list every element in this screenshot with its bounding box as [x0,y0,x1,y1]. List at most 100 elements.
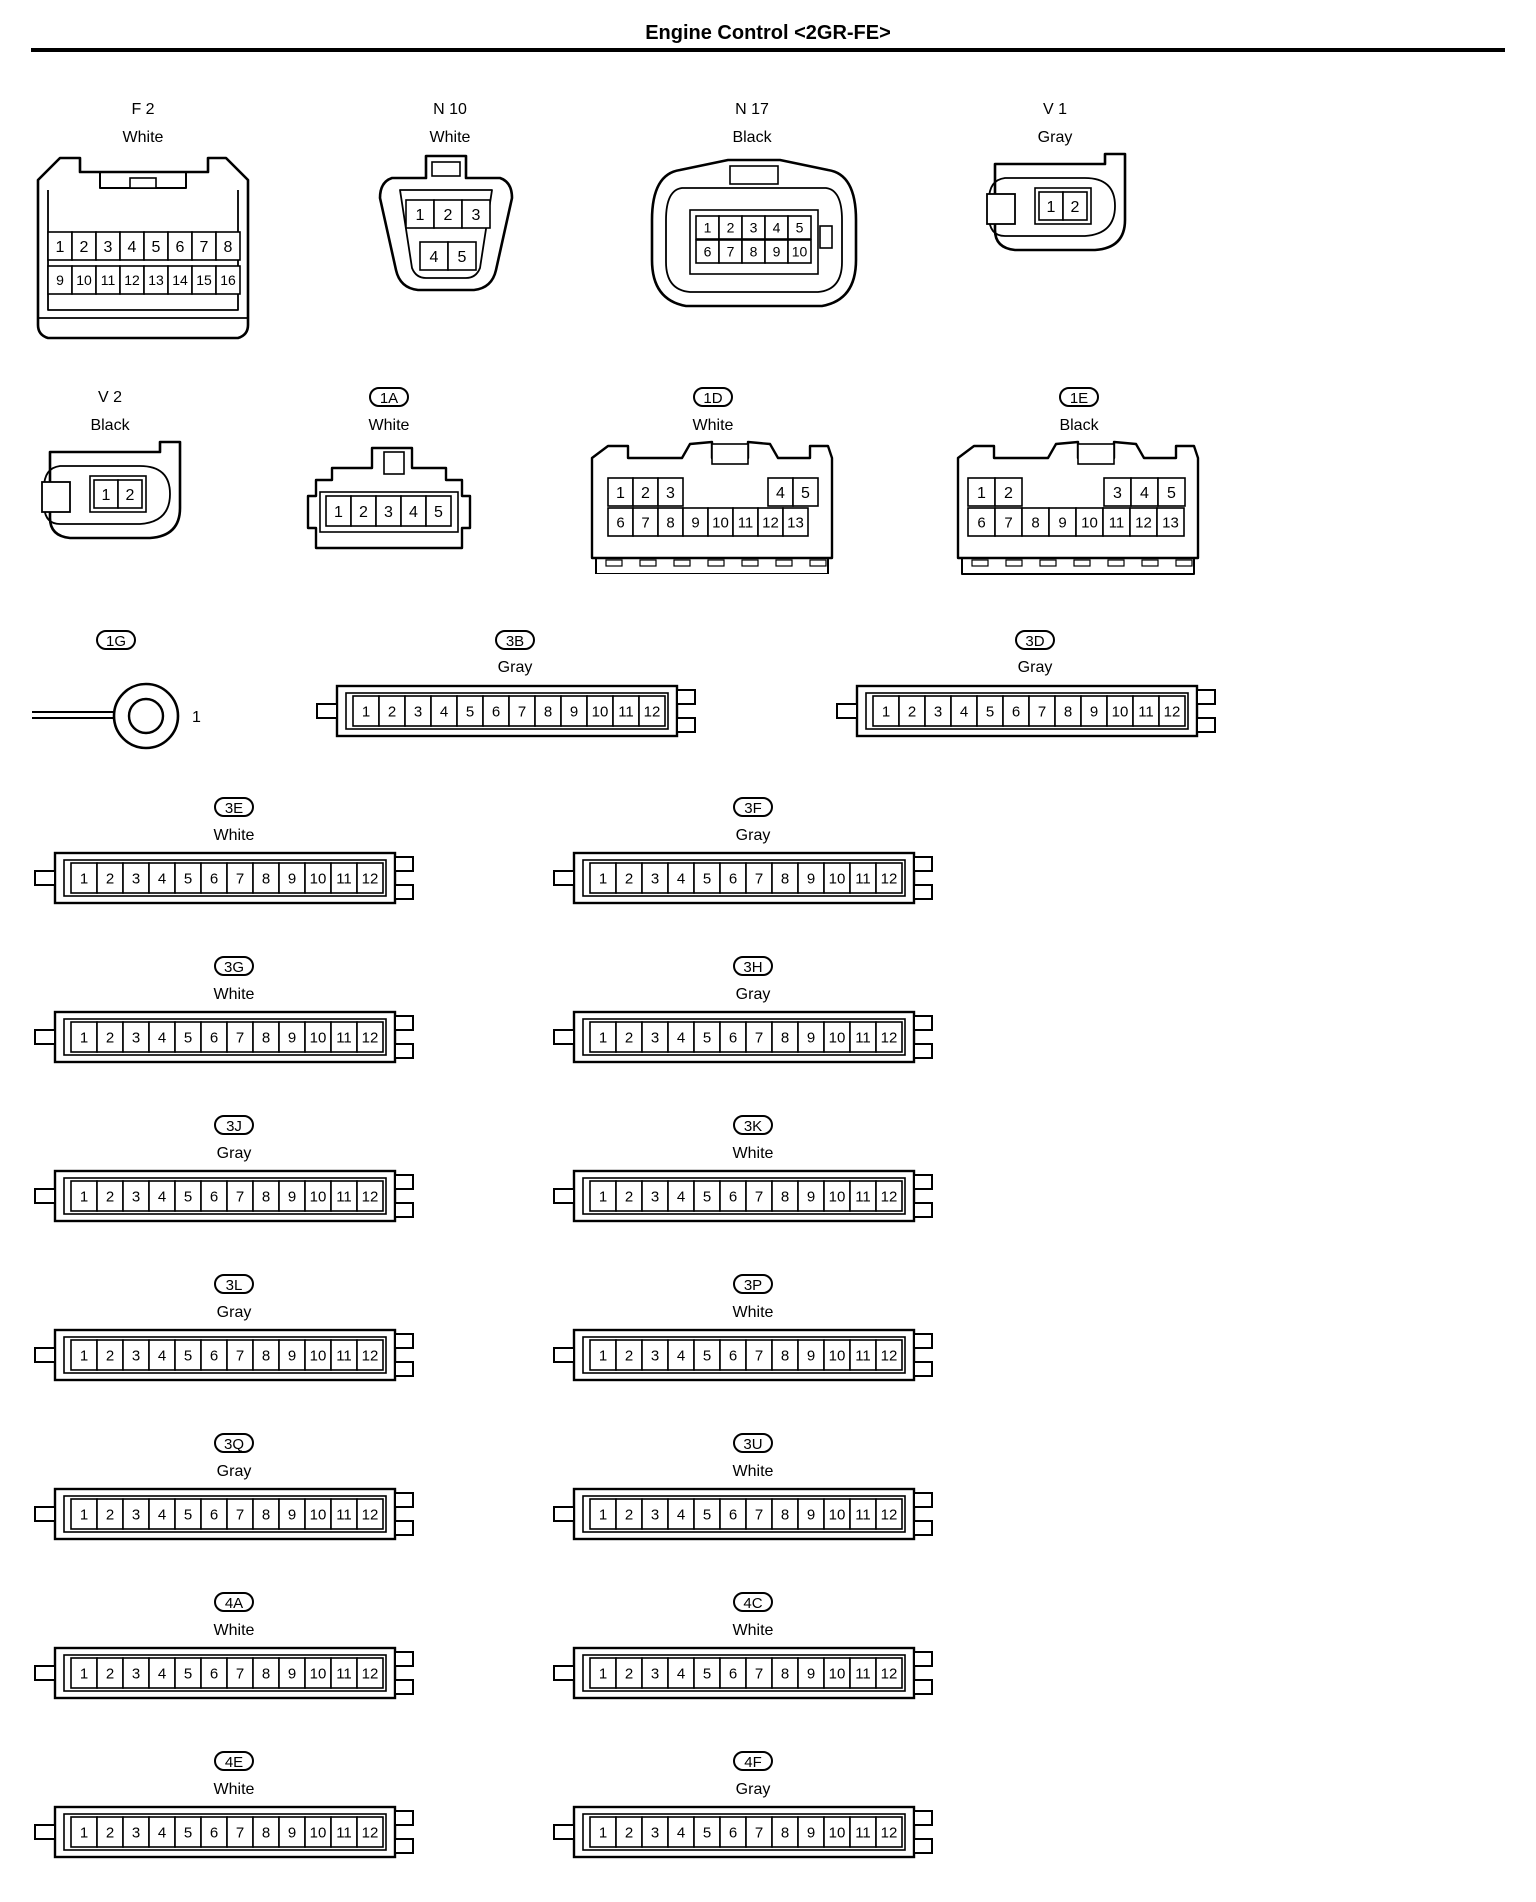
pin-number: 4 [158,1188,166,1205]
pin-cell-outline [167,231,193,261]
pin-cell-outline [419,241,449,271]
left-lock [553,1029,575,1045]
pin-number: 3 [132,1824,140,1841]
pin-cell: 6 [200,1816,228,1848]
left-lock [34,870,56,886]
pin-cell-outline [174,1657,202,1689]
pin-cell: 7 [718,239,743,264]
pin-cell: 2 [117,479,143,509]
pin-cell: 4 [667,1816,695,1848]
right-latch [913,1492,933,1508]
pin-number: 1 [102,487,111,504]
pin-number: 3 [651,1347,659,1364]
pin-cell-outline [787,239,812,264]
pin-number: 3 [384,504,393,521]
pin-cell-outline [167,265,193,295]
pin-cell: 13 [1156,507,1185,537]
pin-cell: 7 [745,1180,773,1212]
left-lock [553,870,575,886]
connector-color-v-1: Gray [1037,129,1073,146]
pin-cell-outline [96,862,124,894]
pin-cell-outline [657,507,684,537]
pin-cell-outline [823,1657,851,1689]
pin-number: 2 [444,207,453,224]
pin-cell-outline [632,507,659,537]
pin-cell-outline [771,1021,799,1053]
connector-id-3u: 3U [733,1433,773,1453]
pin-cell-outline [787,215,812,240]
pin-cell-outline [143,231,169,261]
pin-cell: 10 [304,1021,332,1053]
pin-number: 6 [210,1506,218,1523]
pin-cell-outline [117,479,143,509]
pin-number: 3 [132,870,140,887]
pin-cell-outline [304,1021,332,1053]
pin-cell: 3 [657,477,684,507]
pin-number: 9 [288,870,296,887]
pin-cell: 3 [122,1816,150,1848]
pin-cell: 5 [174,1816,202,1848]
connector-id-1e: 1E [1059,387,1099,407]
right-latch [394,1202,414,1218]
pin-cell: 8 [771,1180,799,1212]
pin-cell: 9 [764,239,789,264]
pin-cell-outline [667,1180,695,1212]
pin-cell: 1 [589,1339,617,1371]
pin-cell: 4 [148,862,176,894]
connector-color-3f: Gray [735,827,771,844]
pin-cell: 3 [641,1816,669,1848]
pin-cell-outline [693,862,721,894]
pin-number: 7 [641,514,649,531]
page-title: Engine Control <2GR-FE> [645,22,891,44]
pin-number: 13 [787,514,804,531]
pin-number: 12 [362,1665,379,1682]
pin-cell: 9 [278,1021,306,1053]
pin-number: 3 [414,703,422,720]
pin-number: 11 [336,1029,352,1046]
pin-cell-outline [638,695,666,727]
pin-cell-outline [875,1498,903,1530]
pin-cell: 1 [70,862,98,894]
pin-cell: 4 [148,1657,176,1689]
pin-number: 1 [599,1347,607,1364]
pin-cell: 2 [615,1021,643,1053]
pin-number: 11 [336,870,352,887]
pin-cell: 11 [330,1021,358,1053]
right-latch [394,1838,414,1854]
connector-id-n-10: N 10 [433,101,467,118]
pin-number: 6 [210,1188,218,1205]
pin-cell: 6 [719,1339,747,1371]
connector-housing [306,446,472,550]
pin-number: 9 [1090,703,1098,720]
connector-id-3q: 3Q [214,1433,254,1453]
pin-cell: 8 [771,1816,799,1848]
pin-number: 1 [80,1347,88,1364]
pin-number: 12 [881,1029,898,1046]
pin-cell-outline [719,1657,747,1689]
pin-number: 7 [1038,703,1046,720]
pin-number: 12 [644,703,661,720]
pin-number: 1 [80,1665,88,1682]
pin-cell: 10 [304,1657,332,1689]
pin-number: 1 [1047,199,1056,216]
pin-cell-outline [200,1339,228,1371]
connector-color-1a: White [368,417,410,434]
pin-number: 5 [703,1029,711,1046]
pin-cell: 4 [148,1339,176,1371]
pin-number: 12 [362,1347,379,1364]
pin-cell: 11 [849,1339,877,1371]
pin-cell-outline [278,1657,306,1689]
pin-number: 6 [210,1029,218,1046]
pin-number: 12 [1135,514,1152,531]
pin-number: 3 [651,1188,659,1205]
pin-number: 5 [466,703,474,720]
pin-number: 3 [666,485,675,502]
connector-color-f-2: White [122,129,164,146]
pin-cell: 5 [693,1816,721,1848]
pin-cell-outline [875,1339,903,1371]
pin-cell-outline [924,695,952,727]
pin-number: 1 [80,1506,88,1523]
pin-cell: 12 [356,862,384,894]
